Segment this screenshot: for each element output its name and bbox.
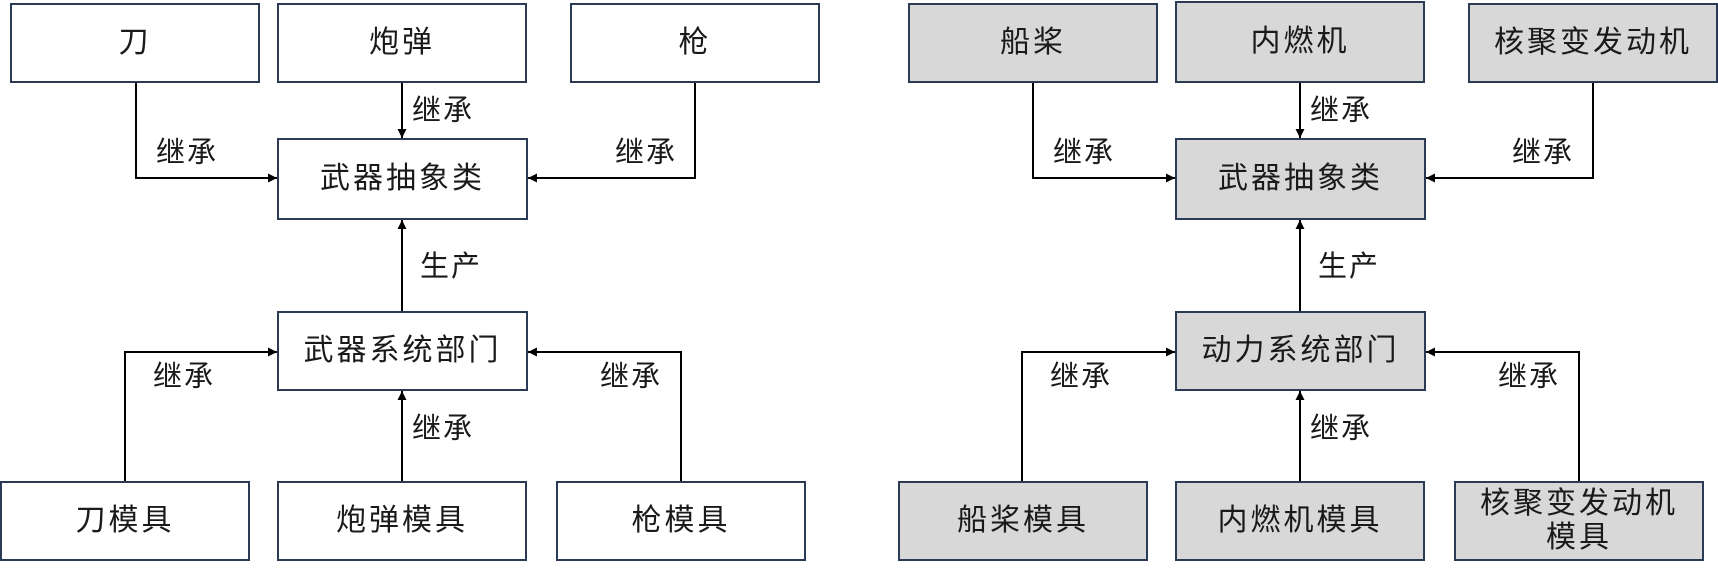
box-abstract-class-left: 武器抽象类 — [277, 138, 528, 220]
label-inherit: 继承 — [1050, 359, 1113, 393]
box-label: 核聚变发动机 — [1494, 25, 1692, 60]
box-label: 武器抽象类 — [320, 161, 485, 196]
box-label: 武器抽象类 — [1218, 161, 1383, 196]
box-label: 动力系统部门 — [1201, 333, 1400, 368]
box-dao: 刀 — [10, 3, 260, 83]
box-neiranji: 内燃机 — [1175, 1, 1425, 83]
box-label: 武器系统部门 — [303, 333, 502, 368]
label-inherit: 继承 — [1310, 411, 1373, 445]
arrow-daomuju-to-dept — [124, 347, 277, 481]
arrow-hejubianmuju-to-dept — [1426, 347, 1580, 481]
label-inherit: 继承 — [412, 411, 475, 445]
box-qiang: 枪 — [570, 3, 820, 83]
box-label: 内燃机 — [1250, 24, 1350, 59]
box-label: 船桨模具 — [957, 503, 1089, 538]
box-label: 炮弹模具 — [336, 503, 468, 538]
box-paodan-muju: 炮弹模具 — [277, 481, 527, 561]
label-produce: 生产 — [420, 249, 483, 283]
box-paodan: 炮弹 — [277, 3, 527, 83]
arrow-dao-to-abstract — [135, 83, 277, 183]
label-inherit: 继承 — [615, 135, 678, 169]
box-label: 船桨 — [1000, 25, 1066, 60]
label-produce: 生产 — [1318, 249, 1381, 283]
box-label: 枪 — [678, 25, 712, 60]
box-label: 内燃机模具 — [1217, 503, 1383, 538]
box-weapon-dept: 武器系统部门 — [277, 311, 528, 391]
box-label: 枪模具 — [631, 503, 731, 538]
box-label: 刀模具 — [75, 503, 175, 538]
arrow-qiang-to-abstract — [528, 83, 696, 183]
box-chuanjiang: 船桨 — [908, 3, 1158, 83]
arrow-qiangmuju-to-dept — [528, 347, 682, 481]
box-label: 刀 — [118, 25, 152, 60]
box-neiranji-muju: 内燃机模具 — [1175, 481, 1425, 561]
box-dao-muju: 刀模具 — [0, 481, 250, 561]
label-inherit: 继承 — [1512, 135, 1575, 169]
label-inherit: 继承 — [600, 359, 663, 393]
box-qiang-muju: 枪模具 — [556, 481, 806, 561]
label-inherit: 继承 — [1310, 93, 1373, 127]
box-label: 核聚变发动机 模具 — [1480, 486, 1678, 555]
label-inherit: 继承 — [1498, 359, 1561, 393]
box-label: 炮弹 — [369, 25, 435, 60]
label-inherit: 继承 — [156, 135, 219, 169]
label-inherit: 继承 — [153, 359, 216, 393]
arrow-chuanjiangmuju-to-dept — [1021, 347, 1175, 481]
box-abstract-class-right: 武器抽象类 — [1175, 138, 1426, 220]
box-chuanjiang-muju: 船桨模具 — [898, 481, 1148, 561]
label-inherit: 继承 — [412, 93, 475, 127]
label-inherit: 继承 — [1053, 135, 1116, 169]
box-power-dept: 动力系统部门 — [1175, 311, 1426, 391]
box-hejubian-muju: 核聚变发动机 模具 — [1454, 481, 1704, 561]
arrow-chuanjiang-to-abstract — [1032, 83, 1175, 183]
box-hejubian: 核聚变发动机 — [1468, 3, 1718, 83]
arrow-hejubian-to-abstract — [1426, 83, 1594, 183]
